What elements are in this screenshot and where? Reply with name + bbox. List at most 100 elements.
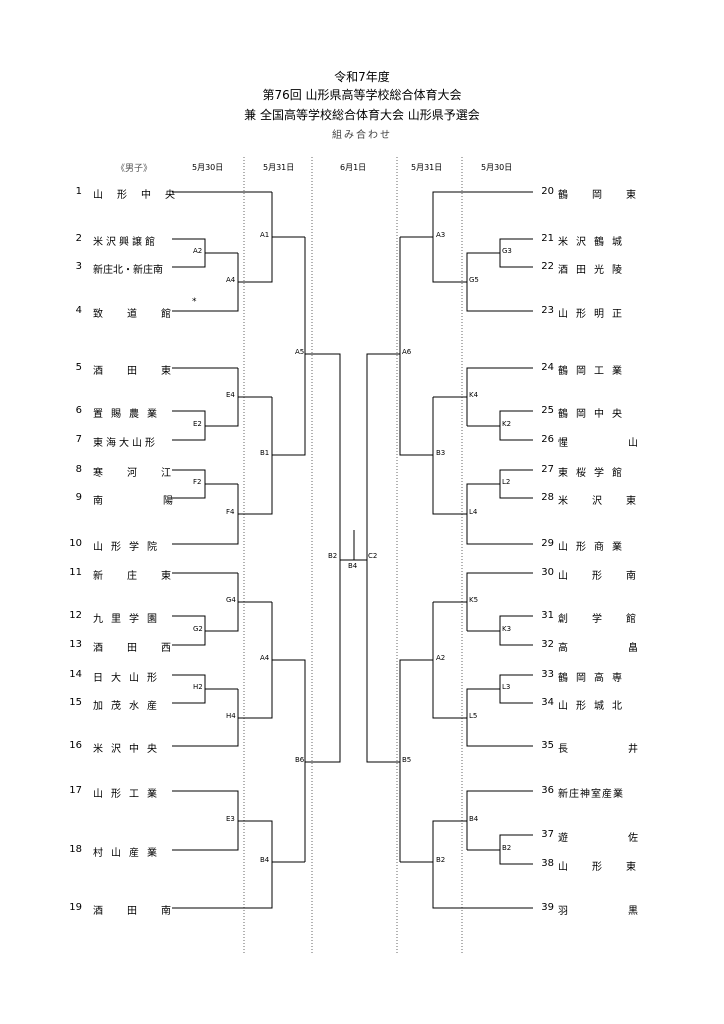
team-number: 7 bbox=[75, 434, 82, 445]
match-code: A1 bbox=[260, 231, 270, 239]
title-year: 令和7年度 bbox=[334, 70, 390, 84]
match-code: C2 bbox=[368, 552, 378, 560]
bye-mark: * bbox=[192, 297, 197, 307]
title-tournament: 第76回 山形県高等学校総合体育大会 bbox=[262, 88, 462, 102]
team-number: 38 bbox=[541, 858, 554, 869]
date-header-3: 6月1日 bbox=[340, 163, 367, 172]
match-code: G4 bbox=[226, 596, 236, 604]
team-name: 山形学院 bbox=[93, 542, 165, 553]
match-code: A4 bbox=[226, 276, 236, 284]
team-number: 1 bbox=[75, 186, 82, 197]
team-name: 山形東 bbox=[558, 862, 660, 873]
team-name: 酒田光陵 bbox=[558, 265, 630, 276]
match-code: B5 bbox=[402, 756, 412, 764]
team-name: 山形明正 bbox=[558, 309, 630, 320]
match-code: G2 bbox=[193, 625, 203, 633]
match-code: A4 bbox=[260, 654, 270, 662]
date-header-1: 5月30日 bbox=[192, 163, 224, 172]
team-name: 山形南 bbox=[558, 571, 660, 582]
team-name: 南陽 bbox=[93, 496, 233, 507]
team-name: 置賜農業 bbox=[93, 409, 165, 420]
team-number: 9 bbox=[75, 492, 82, 503]
team-number: 25 bbox=[541, 405, 554, 416]
team-number: 6 bbox=[75, 405, 82, 416]
match-code: K3 bbox=[502, 625, 512, 633]
match-code: B4 bbox=[348, 562, 358, 570]
team-number: 20 bbox=[541, 186, 554, 197]
match-code: L3 bbox=[502, 683, 511, 691]
team-number: 15 bbox=[69, 697, 82, 708]
team-name: 鶴岡高専 bbox=[558, 673, 630, 684]
team-number: 23 bbox=[541, 305, 554, 316]
team-name: 米沢中央 bbox=[93, 744, 165, 755]
team-name: 鶴岡中央 bbox=[558, 409, 630, 420]
team-name: 新庄北・新庄南 bbox=[93, 265, 163, 276]
match-code: A5 bbox=[295, 348, 305, 356]
date-header-4: 5月31日 bbox=[411, 163, 443, 172]
team-number: 28 bbox=[541, 492, 554, 503]
team-number: 12 bbox=[69, 610, 82, 621]
team-name: 酒田東 bbox=[93, 366, 195, 377]
team-name: 酒田西 bbox=[93, 643, 195, 654]
match-code: A2 bbox=[436, 654, 446, 662]
team-number: 39 bbox=[541, 902, 554, 913]
match-code: G5 bbox=[469, 276, 479, 284]
team-number: 31 bbox=[541, 610, 554, 621]
team-name: 惺山 bbox=[558, 438, 698, 449]
match-code: B6 bbox=[295, 756, 305, 764]
title-qualifier: 兼 全国高等学校総合体育大会 山形県予選会 bbox=[244, 108, 480, 122]
team-number: 16 bbox=[69, 740, 82, 751]
match-code: K2 bbox=[502, 420, 512, 428]
team-name: 米沢興譲館 bbox=[93, 237, 158, 248]
team-name: 東桜学館 bbox=[558, 468, 630, 479]
team-number: 35 bbox=[541, 740, 554, 751]
match-code: K5 bbox=[469, 596, 479, 604]
team-number: 37 bbox=[541, 829, 554, 840]
team-name: 山形商業 bbox=[558, 542, 630, 553]
match-code: A6 bbox=[402, 348, 412, 356]
team-number: 24 bbox=[541, 362, 554, 373]
match-code: E3 bbox=[226, 815, 235, 823]
team-name: 米沢東 bbox=[558, 496, 660, 507]
team-number: 8 bbox=[75, 464, 82, 475]
match-code: F4 bbox=[226, 508, 235, 516]
team-number: 32 bbox=[541, 639, 554, 650]
team-name: 山形工業 bbox=[93, 789, 165, 800]
match-code: B1 bbox=[260, 449, 270, 457]
date-header-2: 5月31日 bbox=[263, 163, 295, 172]
match-code: A2 bbox=[193, 247, 203, 255]
team-name: 加茂水産 bbox=[93, 701, 165, 712]
team-name: 致道館 bbox=[93, 309, 195, 320]
team-name: 長井 bbox=[558, 744, 698, 755]
match-code: B3 bbox=[436, 449, 446, 457]
match-code: F2 bbox=[193, 478, 202, 486]
team-name: 鶴岡工業 bbox=[558, 366, 630, 377]
match-code: G3 bbox=[502, 247, 512, 255]
team-name: 米沢鶴城 bbox=[558, 237, 630, 248]
match-code: B2 bbox=[502, 844, 512, 852]
division-label: 《男子》 bbox=[116, 164, 153, 174]
team-name: 新庄東 bbox=[93, 571, 195, 582]
match-code: B2 bbox=[328, 552, 338, 560]
team-number: 17 bbox=[69, 785, 82, 796]
match-code: B4 bbox=[260, 856, 270, 864]
team-name: 日大山形 bbox=[93, 673, 165, 684]
match-code: H4 bbox=[226, 712, 236, 720]
team-number: 33 bbox=[541, 669, 554, 680]
match-code: L5 bbox=[469, 712, 478, 720]
date-header-5: 5月30日 bbox=[481, 163, 513, 172]
match-code: E4 bbox=[226, 391, 235, 399]
team-number: 13 bbox=[69, 639, 82, 650]
match-code: L2 bbox=[502, 478, 511, 486]
match-code: A3 bbox=[436, 231, 446, 239]
match-code: K4 bbox=[469, 391, 479, 399]
match-code: H2 bbox=[193, 683, 203, 691]
team-number: 36 bbox=[541, 785, 554, 796]
team-name: 鶴岡東 bbox=[558, 190, 660, 201]
team-number: 30 bbox=[541, 567, 554, 578]
match-code: B4 bbox=[469, 815, 479, 823]
team-number: 21 bbox=[541, 233, 554, 244]
team-name: 遊佐 bbox=[558, 833, 698, 844]
team-name: 山形城北 bbox=[558, 701, 630, 712]
